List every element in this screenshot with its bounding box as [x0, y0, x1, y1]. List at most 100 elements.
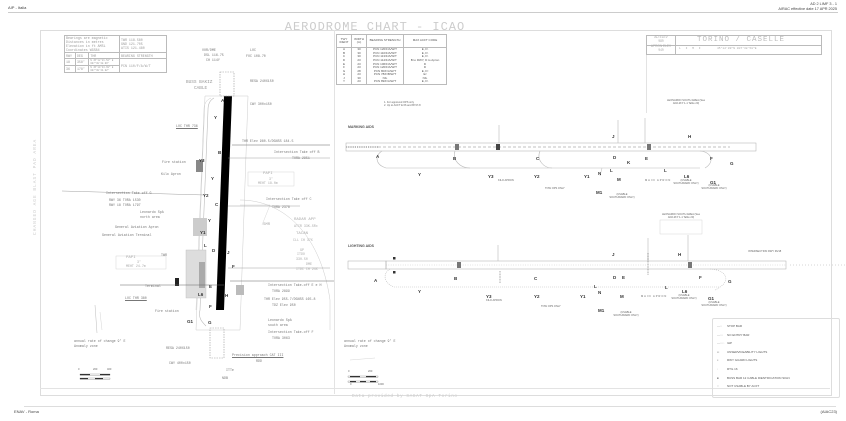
loc-thr-north: LOC THR 736 — [176, 124, 198, 128]
lt-label-y1: Y1 — [580, 294, 586, 299]
not-usable-icon: ○ — [717, 384, 719, 389]
threshold-marking — [455, 144, 459, 150]
vor-label: VOR/DME — [202, 48, 216, 52]
gp-freq: 330.50 — [296, 257, 308, 261]
twy-label-y: Y — [208, 218, 212, 223]
vor-channel: CH 114Y — [206, 58, 220, 62]
twy-label-a: A — [221, 98, 225, 103]
mk-kilo-apron: KILO APRON — [498, 179, 514, 182]
twy-acft-code: E, F¹ — [403, 47, 447, 52]
twy-acft-code: D — [403, 62, 447, 66]
marking-aids-title: MARKING AIDS — [348, 125, 374, 129]
mk-label-y3: Y3 — [488, 174, 494, 179]
gp-ident: ITDO — [297, 252, 305, 256]
lt-tow-ops: TOW OPS ONLY — [541, 305, 561, 308]
threshold-lights — [688, 262, 692, 268]
mk-label-g1: G1 — [710, 180, 717, 185]
lt-label-y: Y — [418, 289, 422, 294]
legend-label: UNSERVICEABILITY LIGHTS — [727, 349, 768, 354]
buss-bar-icon: ■ — [717, 375, 719, 380]
leonardo-south-label-2: south area — [268, 323, 288, 327]
buss-bar-sign — [393, 257, 396, 260]
mk-label-y1: Y1 — [584, 174, 590, 179]
lt-usable-m1: (USABLE SOUTHWARD ONLY) — [613, 311, 639, 317]
dme-label: DME — [306, 262, 312, 266]
twy-acft-code: E, F² — [403, 69, 447, 74]
mk-usable-l6: (USABLE SOUTHWARD ONLY) — [673, 179, 699, 185]
col-max-acft-code: MAX ACFT CODE — [403, 34, 447, 48]
papi-south-angle: 3° — [137, 260, 141, 264]
ils-label: ITTe — [226, 368, 234, 372]
blast-pad-lighting — [347, 260, 387, 270]
twy-acft-code: E, F¹ — [403, 55, 447, 59]
true-north-line — [99, 311, 103, 331]
int-g-label: Intersection Take off G — [106, 191, 152, 195]
lt-label-j: J — [612, 252, 615, 257]
taxiway-g-lights — [709, 268, 726, 291]
col-twy-ident: TWY IDENT — [336, 34, 352, 48]
note-coordinates: Coordinates WGS84 — [66, 48, 100, 52]
header-page-info: AD 2 LIMF 3 - 1 AIRAC effective date 17 … — [778, 2, 837, 12]
radar-label: RADAR APP — [294, 218, 316, 222]
twy-label-y: Y — [214, 115, 218, 120]
lt-usable-l6: (USABLE SOUTHWARD ONLY) — [671, 294, 697, 300]
twy-label-g1: G1 — [187, 319, 194, 324]
legend-label: NOT USABLE BY ACFT — [727, 384, 760, 389]
mk-label-m: M — [617, 177, 621, 182]
legend-label: RWY GUARD LIGHTS — [727, 358, 758, 363]
int-eh-label: Intersection Take-off E e H — [268, 283, 322, 287]
apron-link — [599, 167, 603, 177]
legend-label: NO ENTRY BAR — [727, 332, 750, 337]
mk-label-a: A — [376, 154, 380, 159]
twy-label-l6: L6 — [198, 292, 204, 297]
int-g-leader — [61, 190, 206, 196]
mk-label-l: L — [664, 168, 667, 173]
lt-leonardo-area: LEONARDO SOUTH AREA (See AD2-M P 1-1 Tab… — [661, 213, 701, 219]
vor-freq: DSL 116.75 — [204, 53, 224, 57]
rwy-bearing: 178° — [74, 65, 90, 73]
chart-frame — [40, 30, 832, 396]
twy-acft-code: E² — [403, 73, 447, 77]
papi-north-angle: 3° — [269, 177, 273, 181]
lt-label-e: E — [622, 275, 626, 280]
buss-bar-label: BUSS BAKIZ — [186, 80, 213, 85]
legend-label: STOP BAR — [727, 324, 743, 328]
papi-south-meht: MEHT 24.7m — [126, 264, 146, 268]
legend: —◦◦STOP BAR—◦◦◦NO ENTRY BAR—◦◦◦◦IHP▪▪UNS… — [712, 318, 840, 398]
header-page-ref: AD 2 LIMF 3 - 1 — [810, 2, 837, 6]
ndb-label: NDB — [222, 376, 228, 380]
scale-bar-left — [79, 373, 111, 380]
resa-south-label: RESA 240X150 — [166, 346, 190, 350]
twy-label-d: D — [212, 248, 216, 253]
twy-acft-code: E, F¹ — [403, 80, 447, 85]
twy-label-l: L — [204, 243, 207, 248]
legend-item: ▪◦RWY GUARD LIGHTS — [717, 358, 757, 362]
twr-label: TWR — [161, 253, 167, 257]
taxiway-table: TWY IDENT WIDTH (m) BEARING STRENGTH MAX… — [336, 34, 447, 85]
int-b-tora: TORA 2951 — [292, 156, 310, 160]
int-c-label: Intersection Take off C — [266, 197, 312, 201]
mk-label-b: B — [453, 156, 457, 161]
panel-divider-vertical — [334, 30, 335, 394]
lt-label-y3: Y3 — [486, 294, 492, 299]
data-credit: Data provided by SAGAT SpA Torino — [352, 394, 458, 399]
legend-label: BUSS BAR 12 CABLE IDENTIFICATION SIGN — [727, 375, 790, 380]
panel-divider-right — [646, 53, 647, 113]
mk-label-l6: L6 — [684, 174, 690, 179]
lt-label-g: G — [728, 279, 732, 284]
lt-label-m1: M1 — [598, 308, 605, 313]
unserviceability-lights-icon: ▪▪ — [717, 349, 720, 354]
leonardo-south-area — [236, 285, 244, 295]
scale-tick: 200 — [93, 368, 98, 371]
loc-freq: FOC 108.70 — [246, 54, 266, 58]
variation-line — [349, 357, 376, 361]
freq-twr: TWR 118.580 — [121, 38, 143, 42]
legend-label: IHP — [727, 341, 733, 346]
radar-type: ATCR 33K-SRx — [294, 224, 318, 228]
mk-leonardo-area: LEONARDO SOUTH AREA (See AD2-M P 1-1 Tab… — [666, 99, 706, 105]
leonardo-box — [659, 219, 703, 235]
footnote: 2. Up to ACFT E 66 and B747-8 — [384, 103, 421, 107]
legend-item: ◦RTIL 16 — [717, 367, 738, 371]
